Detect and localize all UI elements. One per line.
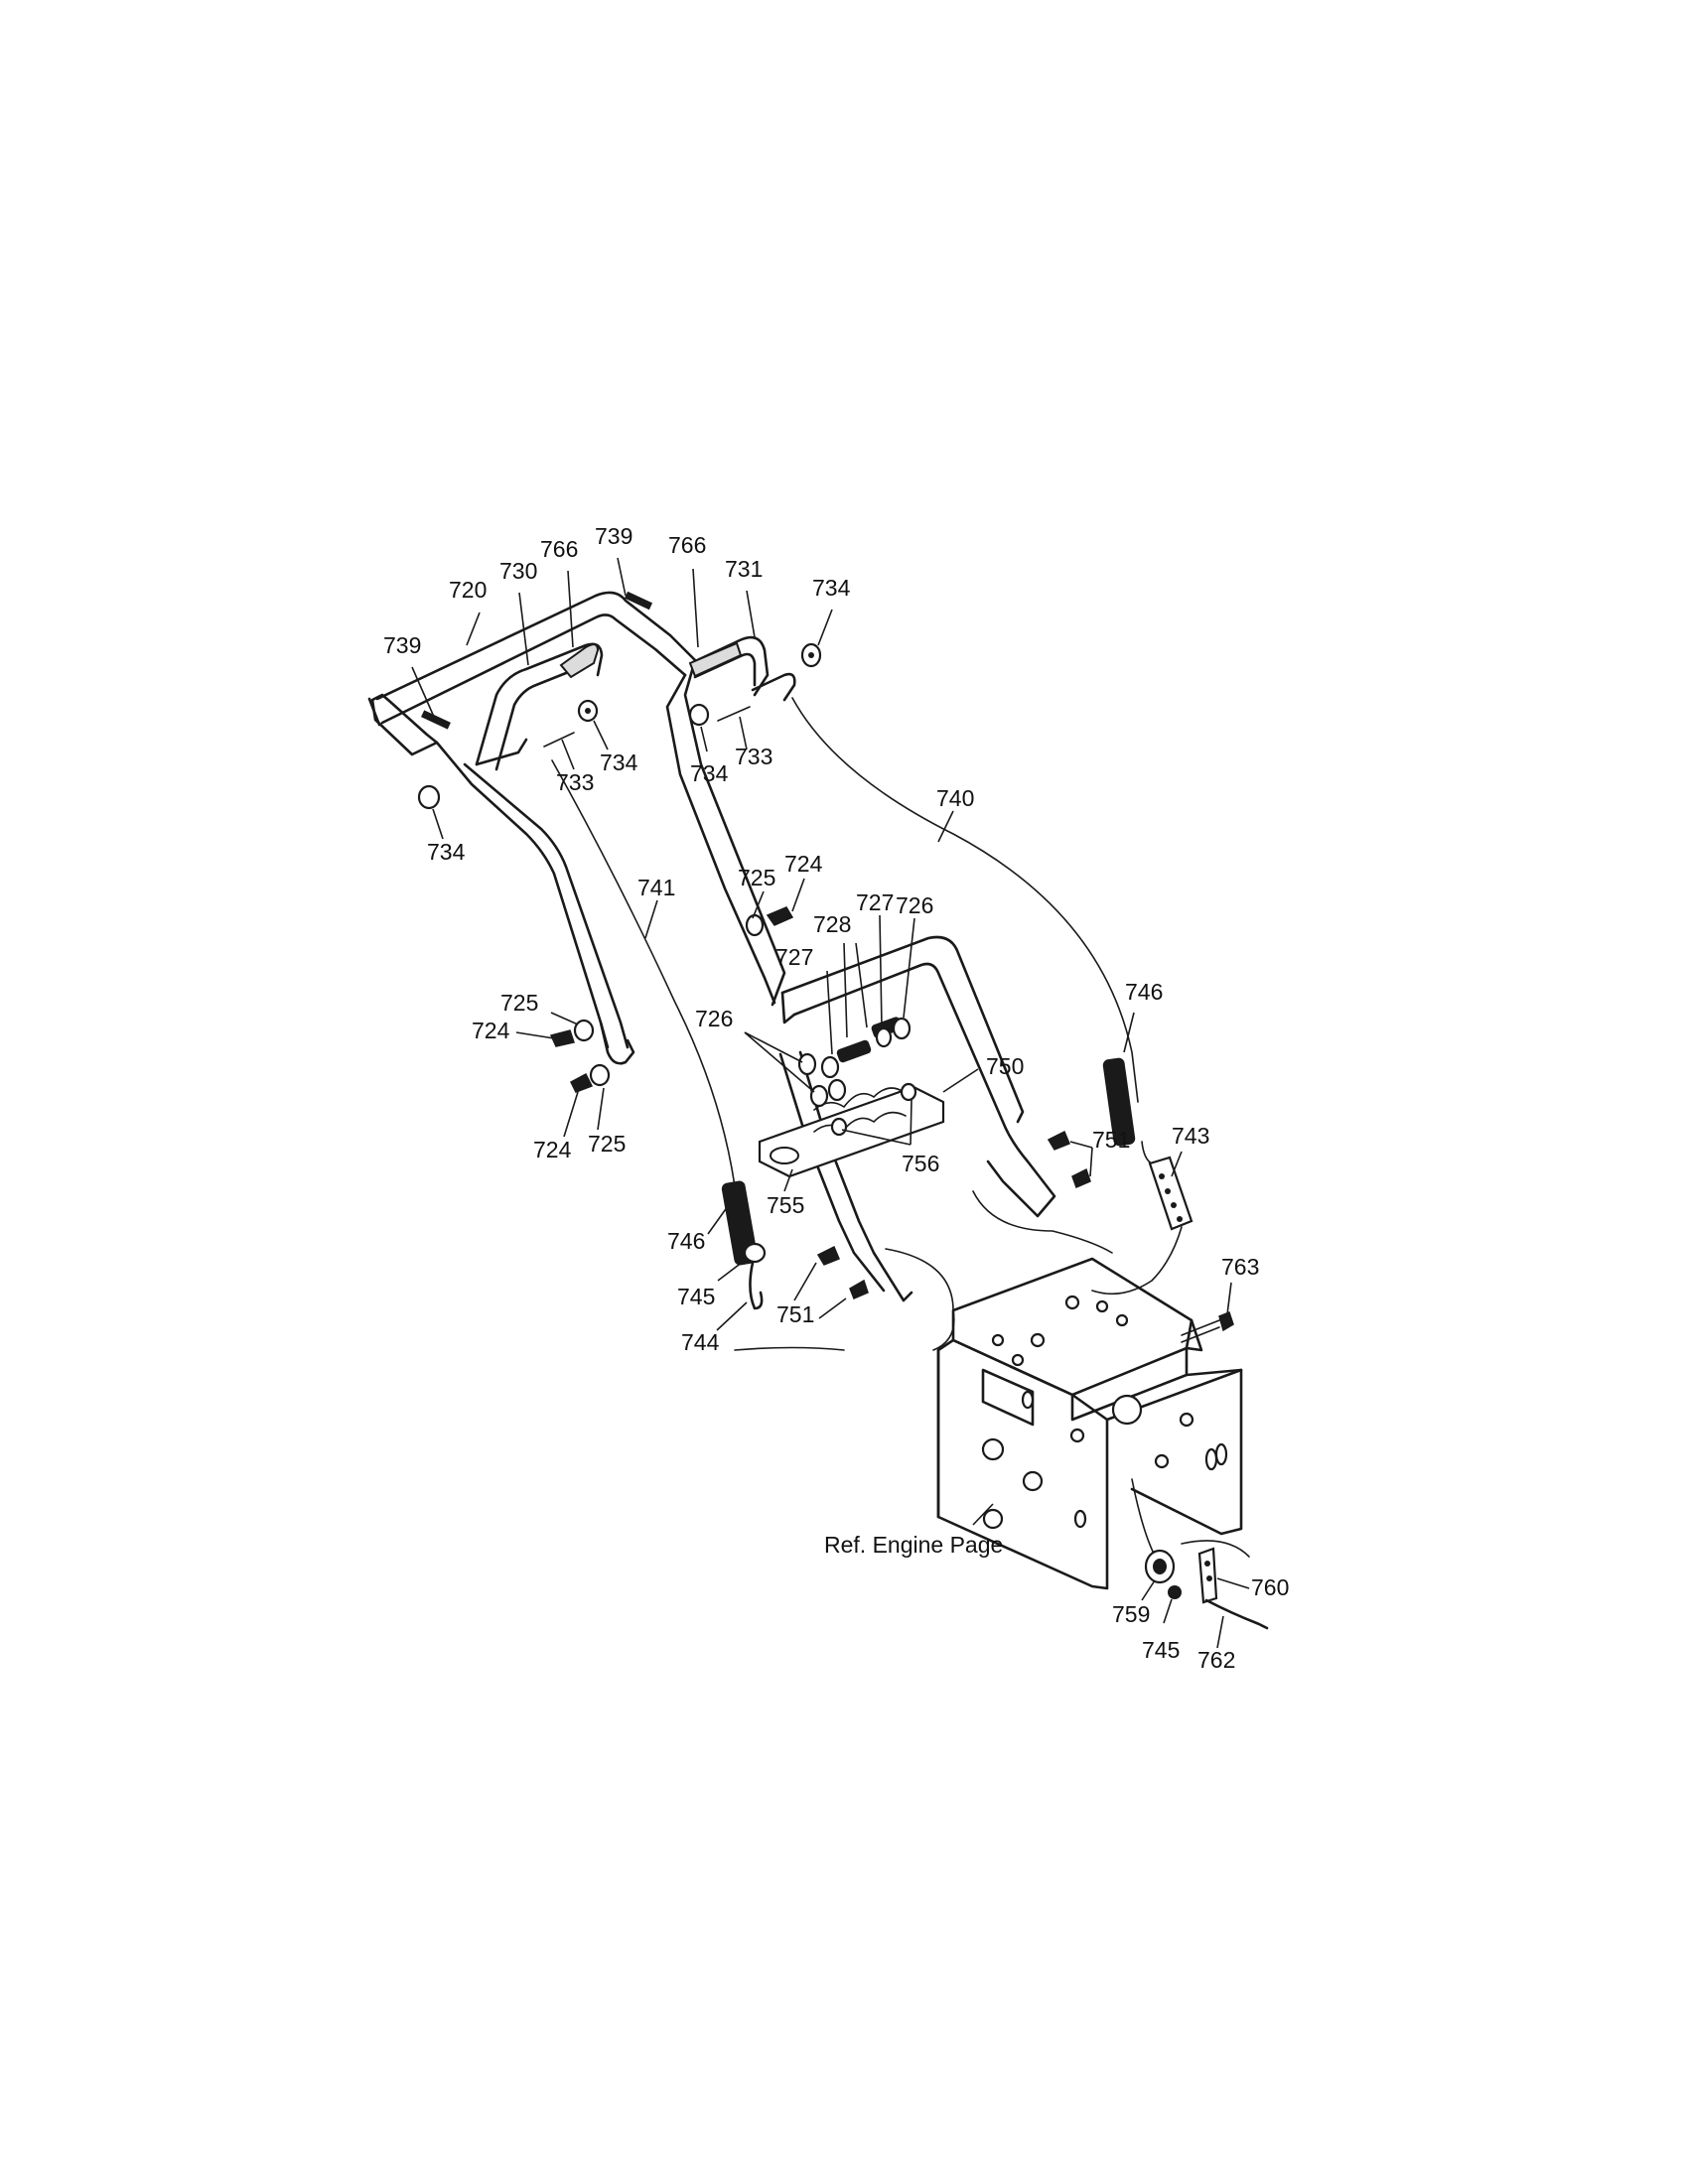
pulley-759 [1144,1549,1176,1584]
label-733-left: 733 [556,769,594,795]
bracket-760 [1197,1547,1218,1604]
label-739-left: 739 [383,632,421,658]
label-766-left: 766 [540,536,578,562]
label-755: 755 [767,1192,804,1218]
label-726-right: 726 [896,892,933,918]
label-734-mid-left: 734 [600,750,638,775]
link-743 [1091,1156,1193,1296]
label-layer: 720 730 766 739 766 731 734 739 733 734 … [383,523,1289,1673]
nut-734-d [417,784,441,810]
leader-lines [411,557,1250,1649]
rod-762 [1204,1598,1269,1630]
label-743: 743 [1172,1123,1209,1149]
hook-744 [749,1261,764,1310]
bolt-724-left-b [570,1063,611,1093]
label-751-right: 751 [1092,1127,1130,1153]
label-745-lower: 745 [1142,1637,1180,1663]
washer-726-set [797,1017,912,1108]
bolt-751-left-a [816,1245,840,1266]
label-724-upper: 724 [784,851,823,877]
label-760: 760 [1251,1574,1289,1600]
label-725-left-lower: 725 [588,1131,626,1157]
context-outline-c [734,1346,845,1351]
label-725-upper: 725 [738,865,775,890]
bolt-756-set [830,1082,917,1137]
label-763: 763 [1221,1254,1259,1280]
label-746-left: 746 [667,1228,705,1254]
label-734-top-right: 734 [812,575,851,601]
bolt-751-right-b [1071,1167,1091,1189]
label-740: 740 [936,785,974,811]
label-733-right: 733 [735,744,772,769]
spring-746-left [721,1180,759,1266]
label-745-left: 745 [677,1284,715,1309]
cable-740 [791,697,1139,1103]
decal-739-left [421,710,451,730]
label-730: 730 [499,558,537,584]
chassis-engine-frame [936,1257,1243,1590]
label-756: 756 [902,1151,939,1176]
context-outline-a [972,1190,1113,1254]
label-750: 750 [986,1053,1024,1079]
label-766-right: 766 [668,532,706,558]
label-739-top: 739 [595,523,632,549]
context-outline-b [885,1248,955,1351]
label-734-mid-right: 734 [690,760,729,786]
nut-734-c [688,703,710,727]
spring-745-left [743,1242,767,1264]
label-727-left: 727 [775,944,813,970]
label-751-left: 751 [776,1301,814,1327]
decal-739-right [624,591,653,611]
cable-741 [551,759,738,1202]
label-720: 720 [449,577,487,603]
context-outline-d [1181,1540,1250,1558]
lower-handle-750 [778,935,1056,1302]
upper-handle-720 [367,591,786,1065]
bolt-751-right-a [1047,1130,1070,1151]
label-734-bottom-left: 734 [427,839,466,865]
label-731: 731 [725,556,763,582]
label-741: 741 [637,875,675,900]
bail-handle-730 [475,642,604,771]
bolt-763 [1181,1311,1234,1343]
bolt-724-left-a [549,1019,595,1047]
pin-733-left [543,732,575,748]
cable-lower [1131,1478,1155,1555]
label-762: 762 [1197,1647,1235,1673]
pin-733-right [717,706,751,722]
nut-734-b [577,699,599,723]
label-744: 744 [681,1329,720,1355]
spring-745-lower [1168,1585,1182,1599]
label-724-left-lower: 724 [533,1137,572,1162]
bail-handle-731 [688,635,796,702]
bolt-751-left-b [849,1279,869,1299]
label-725-left-upper: 725 [500,990,538,1016]
label-727-right: 727 [856,889,894,915]
reference-note: Ref. Engine Page [824,1532,1003,1558]
label-759: 759 [1112,1601,1150,1627]
label-746-right: 746 [1125,979,1163,1005]
nut-734-a [800,642,822,668]
label-724-left-upper: 724 [472,1018,510,1043]
label-726-left: 726 [695,1006,733,1031]
label-728: 728 [813,911,851,937]
bolt-724-upper [745,906,794,937]
